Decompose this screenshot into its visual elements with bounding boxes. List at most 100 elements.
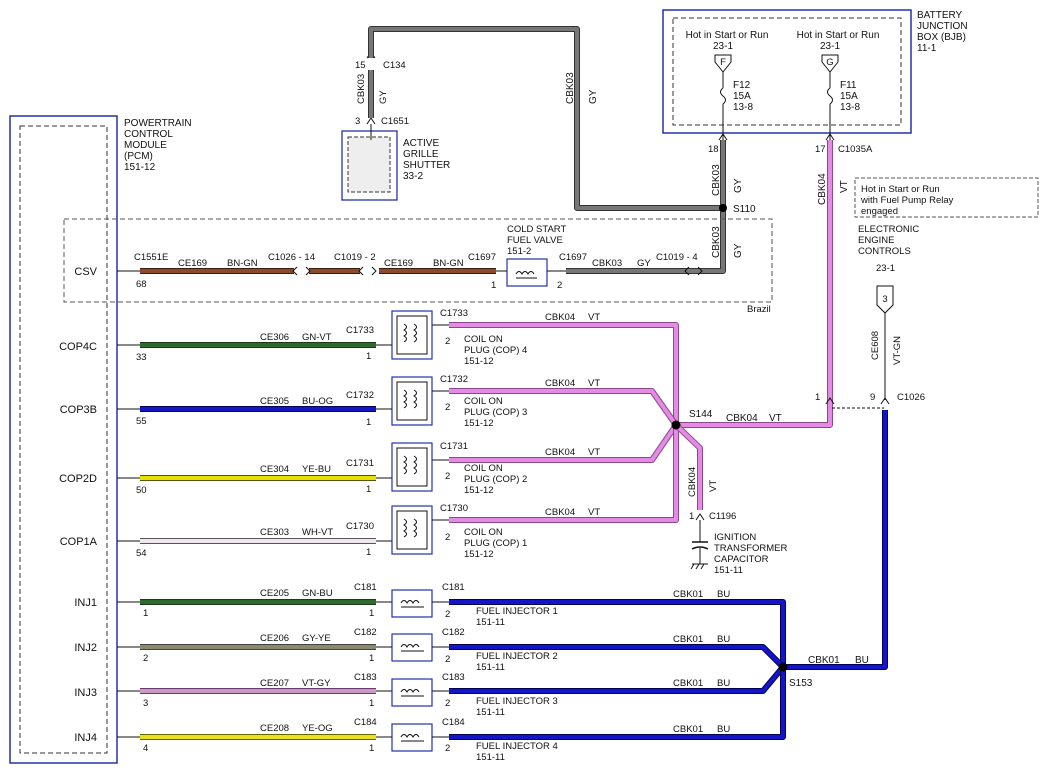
splice-s144-dot [671,420,681,430]
inj2-conn-in: C182 [354,627,377,638]
splice-s153-dot [778,662,788,672]
coil3-out-color: VT [588,378,600,389]
pin-num-inj2: 2 [143,653,148,664]
eec-wire-id: CE608 [870,331,881,360]
bjb-right-ref: 23-1 [820,41,840,52]
fuse-relay-note-3: engaged [861,206,898,217]
inj4-name-1: FUEL INJECTOR 4 [476,741,558,752]
bjb-c1035a: C1035A [838,144,873,155]
csv-pin-out: 2 [557,280,562,291]
eec-arrow-icon [876,285,894,314]
pin-num-cop3b: 55 [136,416,147,427]
inj2-pin-in: 1 [369,653,374,664]
brazil-label: Brazil [747,304,771,315]
c1026-conn: C1026 [897,392,925,403]
coil-transformer-icon [403,389,417,409]
pin-cop3b: COP3B [60,404,97,416]
violet-wires [449,140,833,523]
csv-wire2: CE169 [384,258,413,269]
inj3-name-2: 151-11 [476,707,505,718]
fuse-relay-note-box [854,177,1039,218]
injector-coil-icon [400,644,424,652]
coil3-wire: CE305 [260,396,289,407]
injector-4-labels: CE208 YE-OG C184 1 C184 2 FUEL INJECTOR … [260,717,730,763]
coil1-name-2: PLUG (COP) 1 [464,538,527,549]
coil4-name-2: PLUG (COP) 4 [464,345,527,356]
inj2-name-2: 151-11 [476,662,505,673]
inj3-pin-out: 2 [445,698,450,709]
inj1-name-2: 151-11 [476,617,505,628]
vt-wire-id: CBK04 [817,173,828,205]
inj4-wire: CE208 [260,723,289,734]
grille-shutter: ACTIVE GRILLE SHUTTER 33-2 3 C1651 15 C1… [341,51,450,201]
bjb-left-hot: Hot in Start or Run [686,30,769,41]
inj2-wire: CE206 [260,633,289,644]
bjb-pin17-arrow-icon [825,133,835,141]
injector-1-labels: CE205 GN-BU C181 1 C181 2 FUEL INJECTOR … [260,582,730,628]
injector-box-4 [391,723,433,752]
coil-2-labels: CE304 YE-BU C1731 1 C1731 2 COIL ON PLUG… [260,441,600,496]
eec-name-3: CONTROLS [858,246,911,257]
c1026-right-arrow-icon [880,397,890,405]
injector-2-labels: CE206 GY-YE C182 1 C182 2 FUEL INJECTOR … [260,627,730,673]
csv-conn2: C1697 [468,252,496,263]
coil2-pin-out: 2 [445,471,450,482]
csv-mid1: C1026 - 14 [268,252,315,263]
shutter-outline [341,130,398,201]
bjb-pin18: 18 [708,144,719,155]
inj1-name-1: FUEL INJECTOR 1 [476,606,558,617]
coil-rows [140,310,449,555]
inj4-conn-in: C184 [354,717,377,728]
coil-box-1 [391,505,433,555]
coil-transformer-icon [403,518,417,538]
coil2-name-2: PLUG (COP) 2 [464,474,527,485]
shutter-name-2: GRILLE [403,149,439,160]
coil1-name-3: 151-12 [464,549,494,560]
cap-conn: C1196 [709,511,736,522]
coil3-name-2: PLUG (COP) 3 [464,407,527,418]
coil3-conn-out: C1732 [440,374,468,385]
coil2-out-wire: CBK04 [545,447,575,458]
pcm-name-3: MODULE [124,140,167,151]
csv-color3: GY [637,258,651,269]
coil1-conn-out: C1730 [440,503,468,514]
bjb-left-letter: F [720,57,726,68]
pin-num-cop1a: 54 [136,548,147,559]
inj4-out-wire: CBK01 [673,724,703,735]
cap-name-2: TRANSFORMER [714,543,788,554]
bjb-right-arrow-icon [821,54,839,73]
blue-wires [449,410,888,740]
injector-coil-icon [400,734,424,742]
bjb-pin18-arrow-icon [718,133,728,141]
inj3-wire: CE207 [260,678,289,689]
injector-box-1 [391,589,433,618]
s153-wire-id: CBK01 [808,655,840,666]
coil2-color: YE-BU [302,464,331,475]
coil4-pin-in: 1 [366,351,371,362]
pin-num-cop4c: 33 [136,352,147,363]
pin-inj2: INJ2 [74,642,97,654]
coil3-name-1: COIL ON [464,396,503,407]
coil-1-labels: CE303 WH-VT C1730 1 C1730 2 COIL ON PLUG… [260,503,600,560]
pin-inj4: INJ4 [74,732,97,744]
bjb-right-hot: Hot in Start or Run [797,30,880,41]
coil-box-4 [391,310,433,360]
coil1-out-wire: CBK04 [545,507,575,518]
c1026-pin-left: 1 [815,392,820,403]
splice-s110: S110 [733,204,756,215]
shutter-name-1: ACTIVE [403,138,439,149]
pin-inj3: INJ3 [74,687,97,699]
bjb-name-1: BATTERY [917,10,963,21]
c1026-pin-right: 9 [870,392,875,403]
fuse-f11-amp: 15A [840,91,858,102]
pin-num-csv: 68 [136,279,147,290]
inj2-out-wire: CBK01 [673,634,703,645]
coil3-color: BU-OG [302,396,333,407]
pcm-module: POWERTRAIN CONTROL MODULE (PCM) 151-12 [9,115,192,764]
inj1-out-color: BU [717,589,730,600]
cap-wire-id: CBK04 [687,467,698,497]
fuse-f11-label: F11 [840,80,857,91]
injector-box-2 [391,633,433,662]
coil1-conn-in: C1730 [346,521,374,532]
